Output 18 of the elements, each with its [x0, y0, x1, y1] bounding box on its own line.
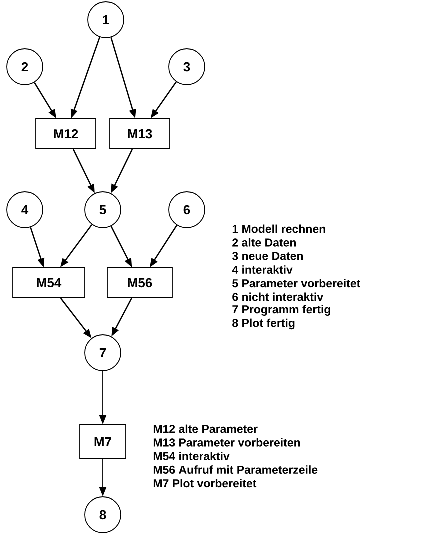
- legend-text: 4 interaktiv: [232, 266, 293, 274]
- legend-text: M56 Aufruf mit Parameterzeile: [154, 466, 318, 474]
- legend-text: M54 interaktiv: [154, 452, 230, 460]
- legend-text: 6 nicht interaktiv: [232, 292, 324, 302]
- legend-text: M13 Parameter vorbereiten: [154, 438, 300, 447]
- process-box: M7: [80, 424, 126, 460]
- process-box: M56: [107, 268, 173, 298]
- legend-text: 1 Modell rechnen: [232, 224, 326, 234]
- legend-text: M12 alte Parameter: [154, 424, 258, 434]
- process-box: M12: [36, 118, 96, 150]
- legend-text: 3 neue Daten: [232, 252, 304, 260]
- process-box: M13: [110, 118, 170, 150]
- legend-text: 2 alte Daten: [232, 238, 296, 247]
- legend-text: 8 Plot fertig: [232, 318, 295, 330]
- legend-text: 7 Programm fertig: [232, 305, 330, 316]
- legend-text: M7 Plot vorbereitet: [154, 479, 257, 488]
- legend-text: 5 Parameter vorbereitet: [232, 279, 360, 288]
- process-box: M54: [12, 268, 86, 298]
